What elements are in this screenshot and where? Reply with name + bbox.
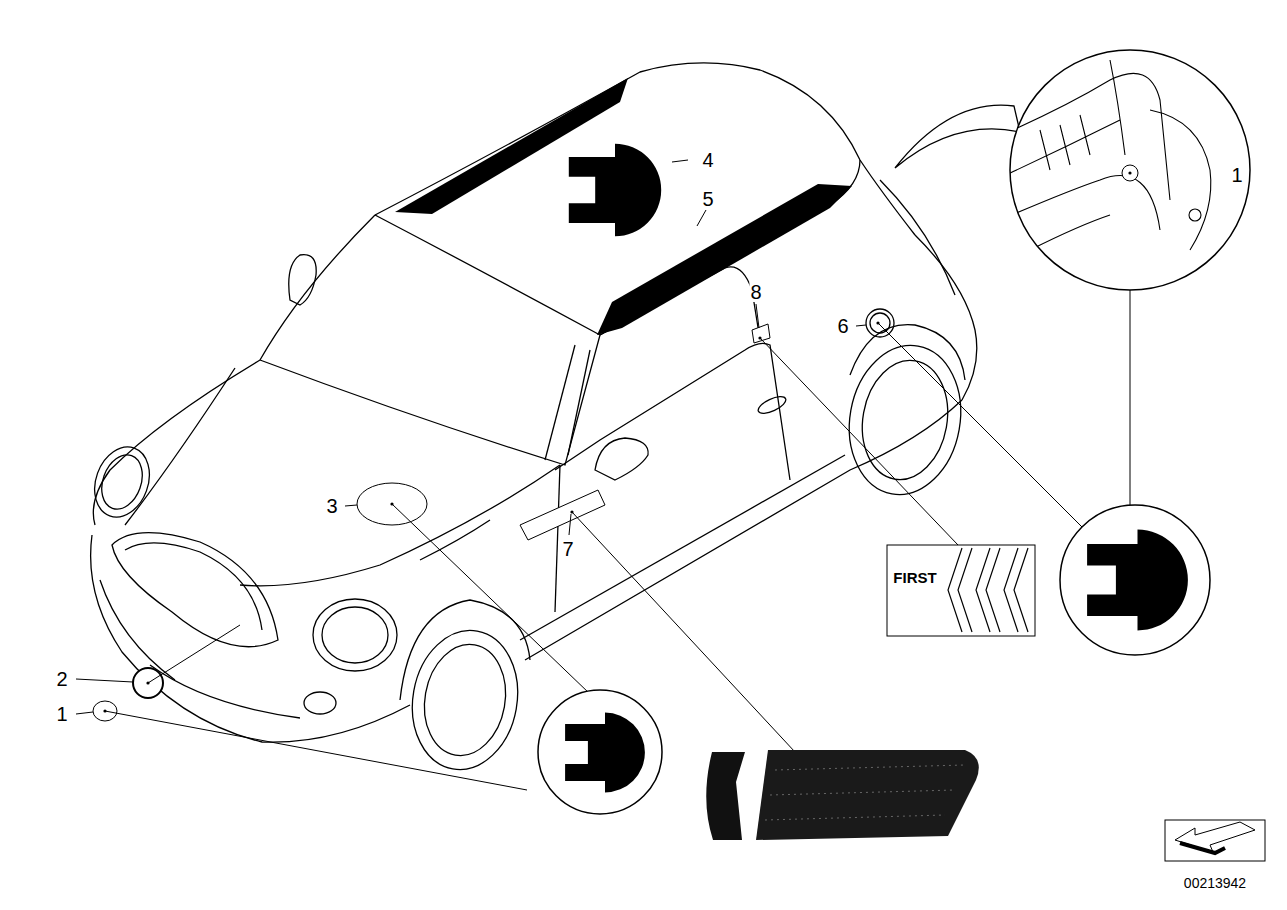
badge-text: FIRST bbox=[893, 570, 936, 585]
callout-number: 7 bbox=[561, 539, 574, 559]
callout-number: 3 bbox=[325, 496, 338, 516]
callout-number: 4 bbox=[701, 150, 714, 170]
callout-number: 8 bbox=[749, 282, 762, 302]
drawing-number: 00213942 bbox=[1184, 876, 1246, 890]
callout-number: 1 bbox=[1230, 165, 1243, 185]
callout-number: 1 bbox=[55, 704, 68, 724]
callout-number: 6 bbox=[836, 316, 849, 336]
callout-number: 5 bbox=[701, 189, 714, 209]
callout-number: 2 bbox=[55, 669, 68, 689]
